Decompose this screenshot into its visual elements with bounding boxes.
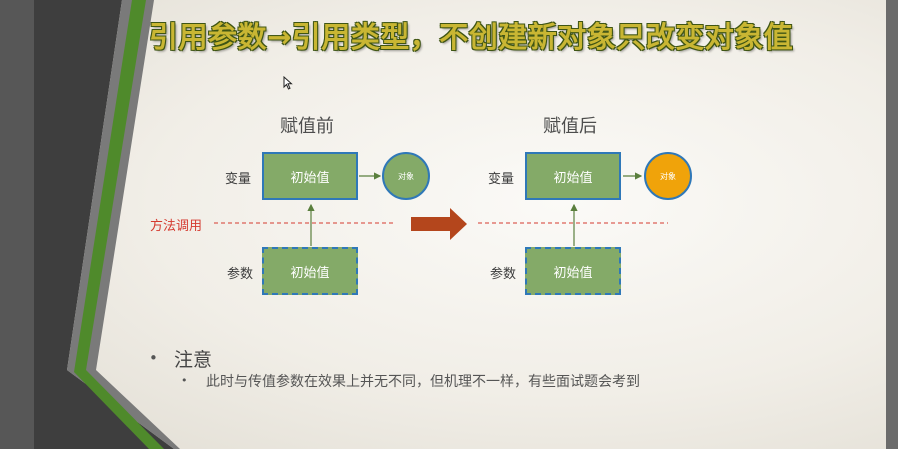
note-text: 此时与传值参数在效果上并无不同，但机理不一样，有些面试题会考到 — [206, 374, 640, 390]
before-variable-box: 初始值 — [262, 152, 358, 200]
mouse-cursor-icon — [283, 76, 293, 90]
after-param-box: 初始值 — [525, 247, 621, 295]
slide-decoration — [34, 0, 180, 449]
before-param-label: 参数 — [227, 267, 254, 282]
grey-stripe-shape — [67, 0, 180, 449]
diagram-lines — [214, 172, 668, 246]
before-variable-label: 变量 — [225, 172, 252, 187]
window-left-margin — [0, 0, 34, 449]
before-param-box: 初始值 — [262, 247, 358, 295]
after-object-circle: 对象 — [644, 152, 692, 200]
note-sub-bullet: • — [181, 374, 188, 387]
note-bullet: • — [149, 349, 158, 367]
after-param-label: 参数 — [490, 267, 517, 282]
presentation-slide: 引用参数→引用类型，不创建新对象只改变对象值 赋值前 变量 初始值 对象 方法调… — [34, 0, 886, 449]
after-variable-label: 变量 — [488, 172, 515, 187]
after-heading: 赋值后 — [543, 116, 597, 137]
after-variable-box: 初始值 — [525, 152, 621, 200]
slide-title: 引用参数→引用类型，不创建新对象只改变对象值 — [149, 20, 794, 54]
dark-stripe-shape — [34, 0, 174, 449]
transition-arrow-icon — [411, 208, 467, 240]
note-title: 注意 — [174, 349, 213, 371]
method-call-label: 方法调用 — [150, 219, 203, 234]
before-heading: 赋值前 — [280, 116, 334, 137]
green-stripe-shape — [74, 0, 164, 449]
before-object-circle: 对象 — [382, 152, 430, 200]
window-right-margin — [886, 0, 898, 449]
